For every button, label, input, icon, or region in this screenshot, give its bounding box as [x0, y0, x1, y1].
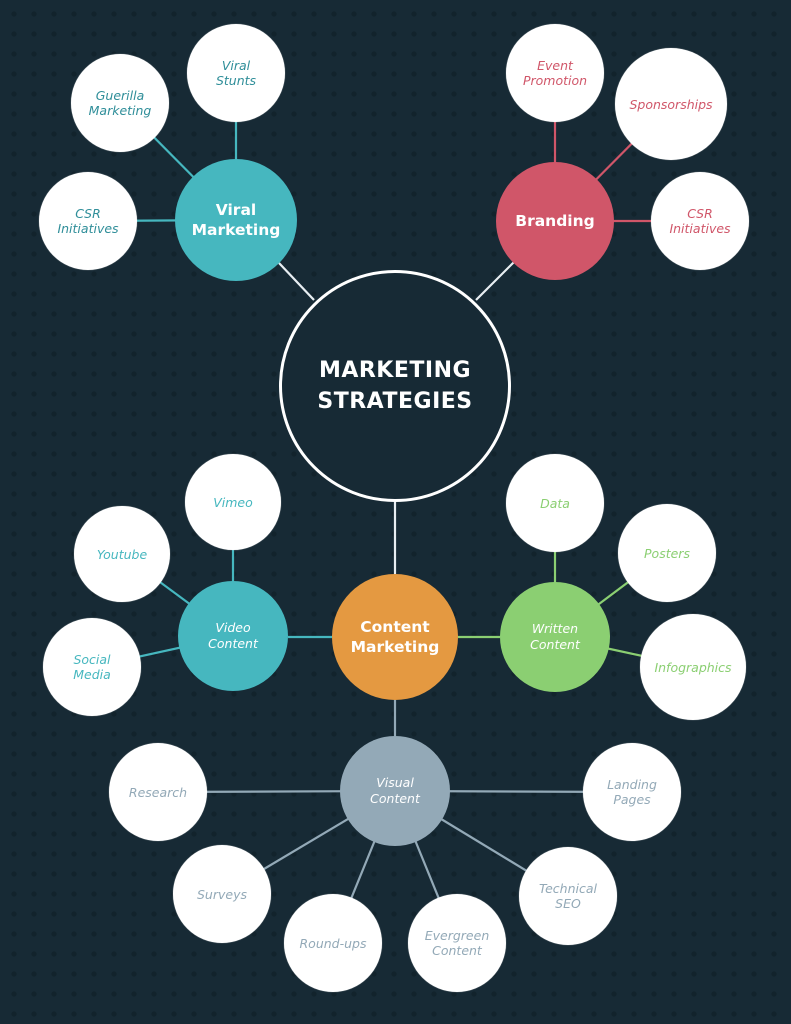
written-content-child-data-node[interactable]: Data — [506, 454, 604, 552]
viral-marketing-child-viral-stunts-node[interactable]: Viral Stunts — [187, 24, 285, 122]
written-content-child-posters-node[interactable]: Posters — [618, 504, 716, 602]
written-content-child-infographics-node[interactable]: Infographics — [640, 614, 746, 720]
viral-marketing-child-csr-initiatives-node-label: CSR Initiatives — [57, 206, 119, 236]
branding-child-csr-initiatives-node[interactable]: CSR Initiatives — [651, 172, 749, 270]
central-topic-node[interactable]: MARKETING STRATEGIES — [279, 270, 511, 502]
viral-marketing-node-label: Viral Marketing — [191, 201, 281, 239]
visual-content-child-evergreen-content-node-label: Evergreen Content — [424, 928, 490, 958]
video-content-child-youtube-node-label: Youtube — [96, 546, 148, 562]
written-content-child-data-node-label: Data — [540, 495, 570, 511]
video-content-child-youtube-node[interactable]: Youtube — [74, 506, 170, 602]
viral-marketing-child-guerilla-marketing-node[interactable]: Guerilla Marketing — [71, 54, 169, 152]
viral-marketing-child-csr-initiatives-node[interactable]: CSR Initiatives — [39, 172, 137, 270]
visual-content-child-technical-seo-node-label: Technical SEO — [539, 881, 597, 911]
video-content-child-social-media-node[interactable]: Social Media — [43, 618, 141, 716]
visual-content-node-label: Visual Content — [370, 775, 420, 806]
video-content-child-vimeo-node-label: Vimeo — [213, 494, 253, 510]
video-content-child-social-media-node-label: Social Media — [73, 652, 111, 682]
branding-node[interactable]: Branding — [496, 162, 614, 280]
written-content-node-label: Written Content — [530, 621, 580, 652]
visual-content-child-research-node-label: Research — [128, 784, 188, 800]
branding-child-event-promotion-node[interactable]: Event Promotion — [506, 24, 604, 122]
connector-branding — [475, 261, 515, 301]
branding-child-event-promotion-node-label: Event Promotion — [522, 58, 588, 88]
visual-content-node[interactable]: Visual Content — [340, 736, 450, 846]
visual-content-child-research-node[interactable]: Research — [109, 743, 207, 841]
central-topic-node-label: MARKETING STRATEGIES — [317, 358, 473, 414]
visual-content-child-round-ups-node-label: Round-ups — [299, 935, 367, 951]
visual-content-child-round-ups-node[interactable]: Round-ups — [284, 894, 382, 992]
written-content-child-infographics-node-label: Infographics — [654, 659, 732, 675]
visual-content-child-surveys-node-label: Surveys — [197, 886, 247, 902]
video-content-node-label: Video Content — [208, 620, 258, 651]
visual-content-child-landing-pages-node-label: Landing Pages — [607, 777, 657, 807]
visual-content-child-landing-pages-node[interactable]: Landing Pages — [583, 743, 681, 841]
written-content-child-posters-node-label: Posters — [644, 545, 690, 561]
branding-child-sponsorships-node[interactable]: Sponsorships — [615, 48, 727, 160]
visual-content-child-evergreen-content-node[interactable]: Evergreen Content — [408, 894, 506, 992]
video-content-child-vimeo-node[interactable]: Vimeo — [185, 454, 281, 550]
written-content-node[interactable]: Written Content — [500, 582, 610, 692]
visual-content-child-surveys-node[interactable]: Surveys — [173, 845, 271, 943]
content-marketing-node-label: Content Marketing — [350, 618, 440, 656]
viral-marketing-child-guerilla-marketing-node-label: Guerilla Marketing — [88, 88, 152, 118]
viral-marketing-child-viral-stunts-node-label: Viral Stunts — [215, 58, 257, 88]
connector-viral-marketing — [278, 262, 315, 301]
visual-content-child-technical-seo-node[interactable]: Technical SEO — [519, 847, 617, 945]
viral-marketing-node[interactable]: Viral Marketing — [175, 159, 297, 281]
branding-child-sponsorships-node-label: Sponsorships — [629, 96, 713, 112]
branding-node-label: Branding — [515, 212, 595, 230]
content-marketing-node[interactable]: Content Marketing — [332, 574, 458, 700]
branding-child-csr-initiatives-node-label: CSR Initiatives — [669, 206, 731, 236]
video-content-node[interactable]: Video Content — [178, 581, 288, 691]
